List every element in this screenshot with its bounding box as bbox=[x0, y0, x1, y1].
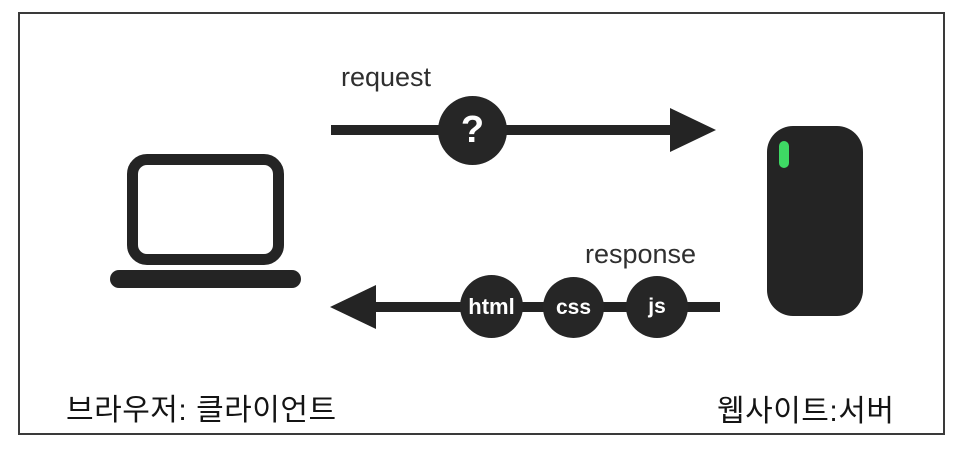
html-node: html bbox=[460, 275, 523, 338]
diagram-frame: request ? response html css js 브라우저: 클라이… bbox=[18, 12, 945, 435]
response-label: response bbox=[585, 239, 697, 269]
server-icon bbox=[767, 126, 863, 316]
server-led-icon bbox=[779, 141, 789, 168]
laptop-screen-icon bbox=[127, 154, 284, 265]
arrowhead-right-icon bbox=[670, 108, 716, 152]
question-node: ? bbox=[438, 96, 507, 165]
server-label: 웹사이트:서버 bbox=[717, 395, 895, 428]
client-label: 브라우저: 클라이언트 bbox=[66, 394, 337, 427]
response-arrow-line bbox=[365, 302, 720, 312]
js-node: js bbox=[626, 276, 688, 338]
request-label: request bbox=[341, 62, 432, 92]
css-node: css bbox=[543, 277, 604, 338]
laptop-base-icon bbox=[110, 270, 301, 288]
